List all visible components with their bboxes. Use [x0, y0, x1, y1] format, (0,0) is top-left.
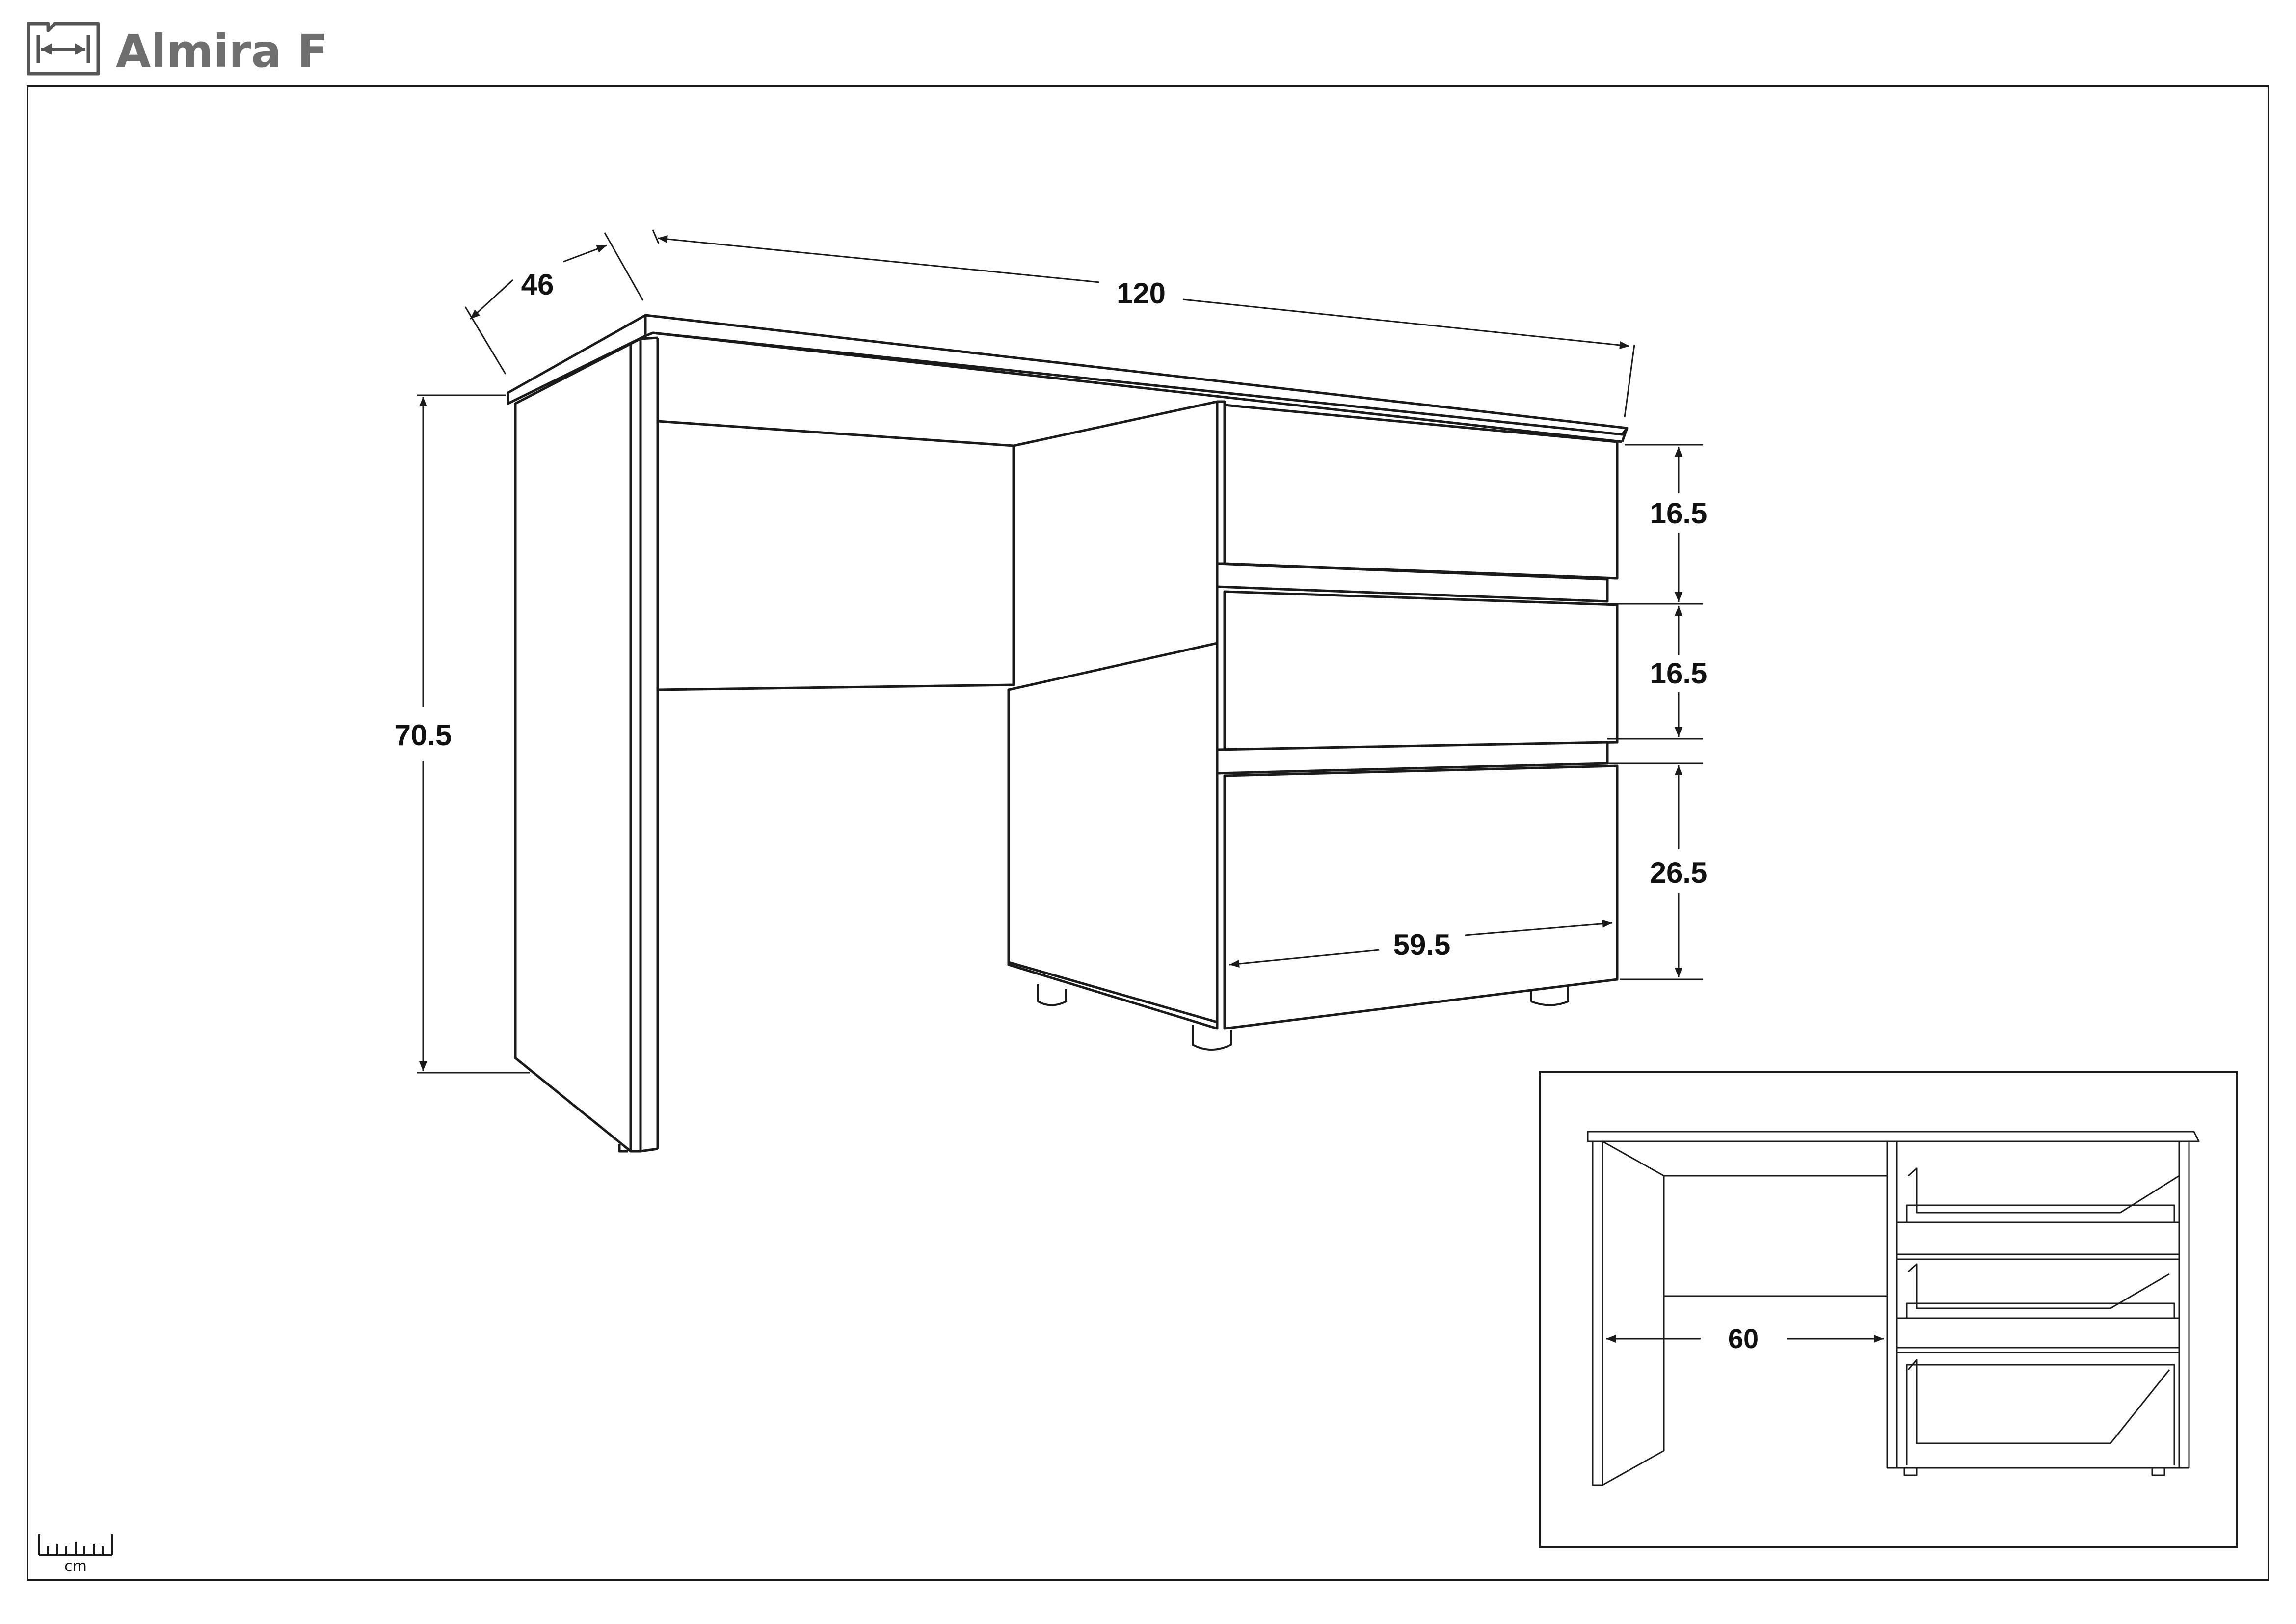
- inset-frame: [1539, 1071, 2238, 1548]
- drawer-bottom: [1216, 741, 1619, 1030]
- dimension-icon: [27, 22, 100, 76]
- dim-drawer-width: 59.5: [1393, 928, 1451, 961]
- desktop-top: [507, 314, 1629, 443]
- scale-unit: cm: [64, 1558, 87, 1575]
- product-title: Almira F: [116, 25, 328, 78]
- dim-drawer-middle: 16.5: [1650, 657, 1708, 690]
- dim-height: 70.5: [395, 719, 452, 752]
- dim-drawer-bottom: 26.5: [1650, 856, 1708, 889]
- left-side-panel: [514, 336, 659, 1153]
- back-panel: [657, 400, 1218, 691]
- inset-open-drawers-view: 60: [1539, 1071, 2238, 1548]
- cabinet-feet: [1037, 984, 1569, 1051]
- desk-perspective-view: [507, 314, 1629, 1153]
- cabinet-side: [1007, 402, 1219, 1030]
- dim-drawer-top: 16.5: [1650, 497, 1708, 530]
- dimension-lines: [417, 229, 1703, 1074]
- dim-leg-space: 60: [1728, 1323, 1759, 1354]
- dim-depth: 46: [521, 268, 554, 301]
- drawer-top: [1217, 400, 1619, 580]
- drawing-frame: [27, 85, 2269, 1581]
- dim-width: 120: [1117, 277, 1166, 310]
- ruler-icon: [38, 1534, 113, 1556]
- drawer-middle: [1216, 562, 1619, 751]
